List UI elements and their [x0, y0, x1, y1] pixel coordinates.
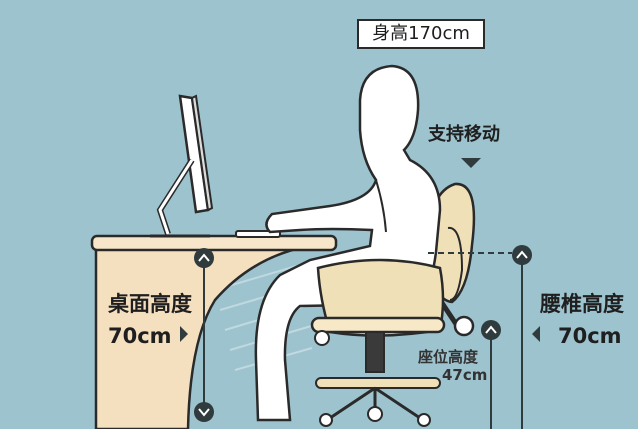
- desk-height-title: 桌面高度: [108, 292, 192, 316]
- desk: [90, 234, 338, 429]
- seat-height-value: 47cm: [442, 366, 488, 384]
- lumbar-height-title: 腰椎高度: [540, 292, 624, 316]
- seat-height-marker: [481, 320, 501, 429]
- chair-seat: [310, 258, 446, 427]
- seat-height-title: 座位高度: [418, 348, 479, 366]
- person: [254, 64, 442, 422]
- desk-height-value: 70cm: [108, 324, 172, 348]
- move-arrow-icon: [461, 158, 481, 168]
- lumbar-height-value: 70cm: [558, 324, 622, 348]
- lumbar-height-marker: [428, 245, 540, 429]
- desk-height-marker: [180, 248, 214, 422]
- monitor: [150, 94, 214, 238]
- person-height-badge: 身高170cm: [357, 19, 485, 49]
- move-support-label: 支持移动: [428, 124, 500, 145]
